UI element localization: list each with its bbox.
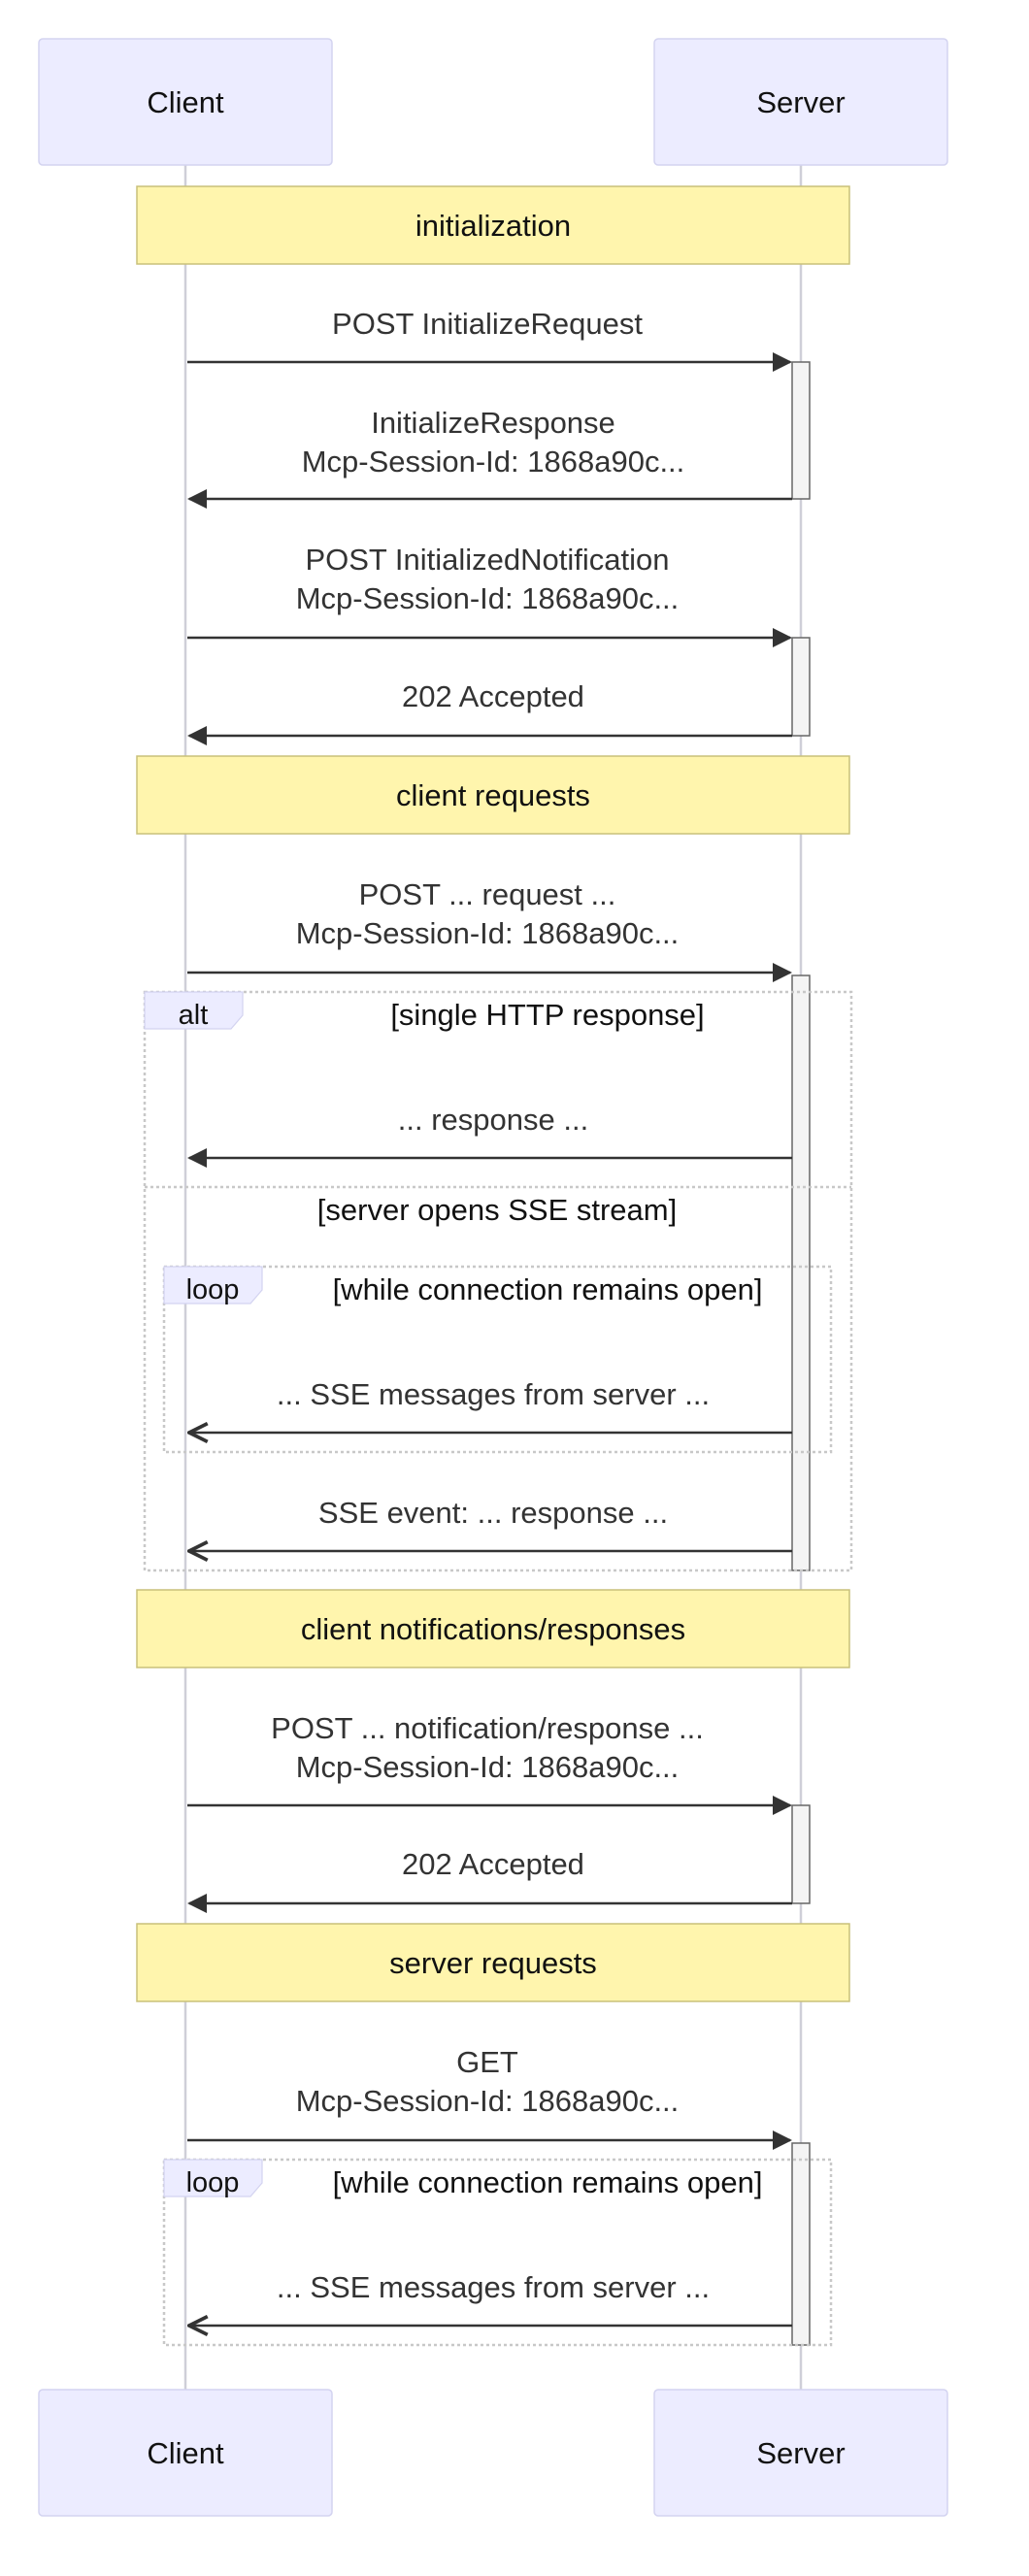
loop-frame-2: loop [while connection remains open] [162, 2158, 833, 2347]
server-activation-4 [791, 1804, 811, 1904]
note-client-notifications-text: client notifications/responses [301, 1612, 685, 1646]
alt-frame: alt [single HTTP response] [server opens… [143, 990, 853, 1572]
note-client-requests-text: client requests [396, 778, 590, 812]
message-initialize-response-label-2: Mcp-Session-Id: 1868a90c... [302, 445, 685, 479]
message-post-notification-label-2: Mcp-Session-Id: 1868a90c... [296, 1750, 680, 1784]
note-initialization-text: initialization [415, 209, 571, 243]
message-initialize-response-label-1: InitializeResponse [371, 406, 615, 440]
loop-frame-1-label: loop [186, 1274, 240, 1305]
client-actor-bottom-label: Client [147, 2436, 224, 2470]
message-initialized-notification-label-2: Mcp-Session-Id: 1868a90c... [296, 581, 680, 615]
note-client-notifications: client notifications/responses [136, 1589, 850, 1668]
message-initialize-request-label: POST InitializeRequest [332, 307, 643, 341]
message-get-label-2: Mcp-Session-Id: 1868a90c... [296, 2084, 680, 2118]
note-initialization: initialization [136, 185, 850, 265]
server-activation-5 [791, 2142, 811, 2346]
message-post-notification-label-1: POST ... notification/response ... [271, 1711, 704, 1745]
loop-frame-2-condition: [while connection remains open] [333, 2165, 763, 2199]
loop-frame-1: loop [while connection remains open] [162, 1265, 833, 1454]
message-sse-messages-label-1: ... SSE messages from server ... [277, 1377, 710, 1411]
client-actor-bottom: Client [38, 2389, 333, 2517]
message-initialized-notification-label-1: POST InitializedNotification [305, 543, 669, 577]
alt-frame-condition-2: [server opens SSE stream] [317, 1193, 677, 1227]
message-sse-messages-label-2: ... SSE messages from server ... [277, 2270, 710, 2304]
message-post-request-label-2: Mcp-Session-Id: 1868a90c... [296, 916, 680, 950]
message-post-request-label-1: POST ... request ... [359, 877, 616, 911]
message-202-accepted-label-1: 202 Accepted [402, 679, 584, 713]
server-activation-2 [791, 637, 811, 737]
client-actor-top: Client [38, 38, 333, 166]
loop-frame-2-label: loop [186, 2167, 240, 2198]
server-actor-label: Server [756, 85, 845, 119]
message-get-label-1: GET [456, 2045, 518, 2079]
message-sse-event-response-label: SSE event: ... response ... [318, 1496, 668, 1530]
note-server-requests-text: server requests [389, 1946, 597, 1980]
loop-frame-1-condition: [while connection remains open] [333, 1272, 763, 1306]
server-actor-bottom-label: Server [756, 2436, 845, 2470]
alt-frame-condition-1: [single HTTP response] [390, 998, 704, 1032]
server-activation-1 [791, 361, 811, 500]
note-client-requests: client requests [136, 755, 850, 835]
note-server-requests: server requests [136, 1923, 850, 2002]
server-actor-bottom: Server [653, 2389, 948, 2517]
server-actor-top: Server [653, 38, 948, 166]
server-activation-3 [791, 974, 811, 1571]
alt-frame-label: alt [179, 1000, 209, 1031]
message-response-label: ... response ... [398, 1103, 588, 1137]
message-202-accepted-label-2: 202 Accepted [402, 1847, 584, 1881]
client-actor-label: Client [147, 85, 224, 119]
